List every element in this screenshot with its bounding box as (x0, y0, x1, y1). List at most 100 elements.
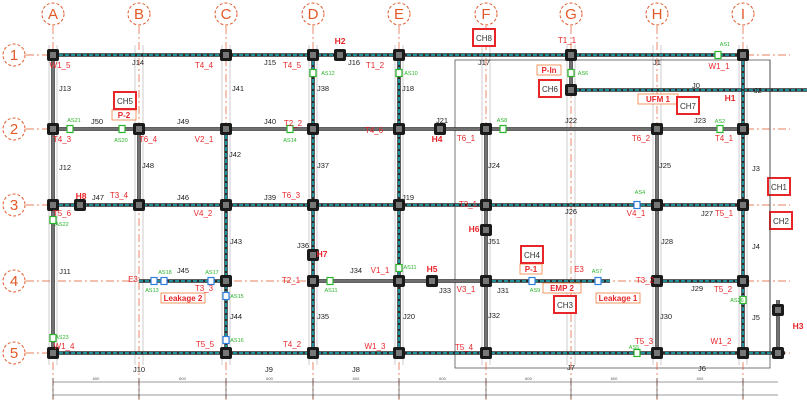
valve-label: AS22 (55, 222, 68, 228)
grid-lines (26, 26, 790, 400)
equipment-tag[interactable]: P-2 (118, 111, 131, 120)
air-valve-icon[interactable] (567, 68, 575, 78)
pipe-label: J45 (177, 266, 189, 275)
air-valve-icon[interactable] (286, 124, 294, 134)
chamber-box[interactable] (472, 28, 496, 47)
valves (49, 50, 747, 358)
pipe-label: J36 (297, 241, 309, 250)
tag-box (595, 292, 641, 304)
node-label: T3_4 (110, 191, 129, 200)
node-label: W1_2 (711, 337, 732, 346)
node-label: T6_1 (457, 134, 476, 143)
row-bubble (2, 341, 26, 365)
column-label: D (308, 6, 319, 23)
valve-label: AS17 (205, 270, 218, 276)
equipment-tag[interactable]: P-In (541, 66, 556, 75)
air-valve-icon[interactable] (222, 335, 230, 345)
chamber-label: CH1 (771, 183, 788, 192)
node-label: T4_6 (365, 126, 384, 135)
pipe-label: J23 (694, 116, 706, 125)
air-valve-icon[interactable] (49, 333, 57, 343)
tag-box (160, 292, 206, 304)
air-valve-icon[interactable] (716, 124, 724, 134)
column-label: C (221, 6, 232, 23)
equipment-tag[interactable]: P-1 (525, 265, 538, 274)
air-valve-icon[interactable] (309, 68, 317, 78)
chamber-box[interactable] (767, 177, 791, 196)
row-label: 1 (10, 47, 18, 64)
air-valve-icon[interactable] (207, 276, 215, 286)
air-valve-icon[interactable] (326, 276, 334, 286)
pipe-label: J22 (565, 116, 577, 125)
node-label: T5_2 (714, 285, 733, 294)
valve-label: AS26 (730, 298, 743, 304)
node-label: E3 (128, 275, 138, 284)
air-valve-icon[interactable] (633, 348, 641, 358)
pipe-label: J17 (478, 58, 490, 67)
air-valve-icon[interactable] (714, 50, 722, 60)
pipe-label: J37 (317, 161, 329, 170)
row-bubble (2, 193, 26, 217)
air-valve-icon[interactable] (150, 276, 158, 286)
pipe-label: J7 (567, 363, 575, 372)
pipe-label: J13 (59, 84, 71, 93)
column-label: A (48, 6, 58, 23)
air-valve-icon[interactable] (739, 295, 747, 305)
chamber-label: CH5 (117, 97, 134, 106)
valve-label: AS7 (592, 269, 602, 275)
valve-label: AS14 (283, 138, 296, 144)
chamber-box[interactable] (520, 245, 544, 264)
chamber-box[interactable] (538, 79, 562, 98)
pipe-label: J41 (232, 84, 244, 93)
node-label: T5_4 (455, 343, 474, 352)
air-valve-icon[interactable] (160, 276, 168, 286)
column-bubble (731, 2, 755, 26)
hydrant-label: H4 (432, 134, 443, 144)
chamber-box[interactable] (553, 295, 577, 314)
air-valve-icon[interactable] (222, 291, 230, 301)
equipment-tag[interactable]: UFM 1 (646, 95, 671, 104)
chamber-label: CH7 (680, 102, 697, 111)
pipe-label: J30 (660, 312, 672, 321)
column-label: I (741, 6, 745, 23)
column-label: F (481, 6, 490, 23)
equipment-tag[interactable]: Leakage 1 (599, 294, 638, 303)
equipment-tag[interactable]: Leakage 2 (164, 294, 203, 303)
valve-label: AS21 (67, 118, 80, 124)
valve-label: AS2 (715, 119, 725, 125)
air-valve-icon[interactable] (594, 276, 602, 286)
valve-label: AS8 (497, 118, 507, 124)
chamber-box[interactable] (676, 96, 700, 115)
air-valve-icon[interactable] (395, 263, 403, 273)
air-valve-icon[interactable] (66, 124, 74, 134)
dimension-text: 600 (611, 376, 618, 381)
node-label: T5_6 (53, 209, 72, 218)
air-valve-icon[interactable] (118, 124, 126, 134)
chamber-label: CH4 (524, 251, 541, 260)
node-label: T3_2 (636, 276, 655, 285)
pipe-label: J39 (264, 193, 276, 202)
pipe-label: J42 (229, 150, 241, 159)
air-valve-icon[interactable] (499, 124, 507, 134)
chamber-label: CH6 (542, 85, 559, 94)
chamber-label: CH3 (557, 301, 574, 310)
pipe-label: J0 (692, 81, 700, 90)
node-label: T4_2 (283, 340, 302, 349)
column-label: B (134, 6, 144, 23)
pipe-label: J20 (403, 312, 415, 321)
fittings (47, 49, 784, 359)
air-valve-icon[interactable] (633, 200, 641, 210)
air-valve-icon[interactable] (49, 215, 57, 225)
valve-label: AS15 (230, 294, 243, 300)
dimension-text: 600 (353, 376, 360, 381)
equipment-tag[interactable]: EMP 2 (550, 284, 574, 293)
pipe-label: J51 (488, 237, 500, 246)
chamber-box[interactable] (113, 91, 137, 110)
air-valve-icon[interactable] (395, 68, 403, 78)
pipe-label: J5 (752, 313, 760, 322)
pipe-label: J1 (653, 58, 661, 67)
air-valve-icon[interactable] (528, 276, 536, 286)
dimension-text: 600 (697, 376, 704, 381)
pipe-label: J46 (177, 193, 189, 202)
pipe-label: J32 (488, 311, 500, 320)
